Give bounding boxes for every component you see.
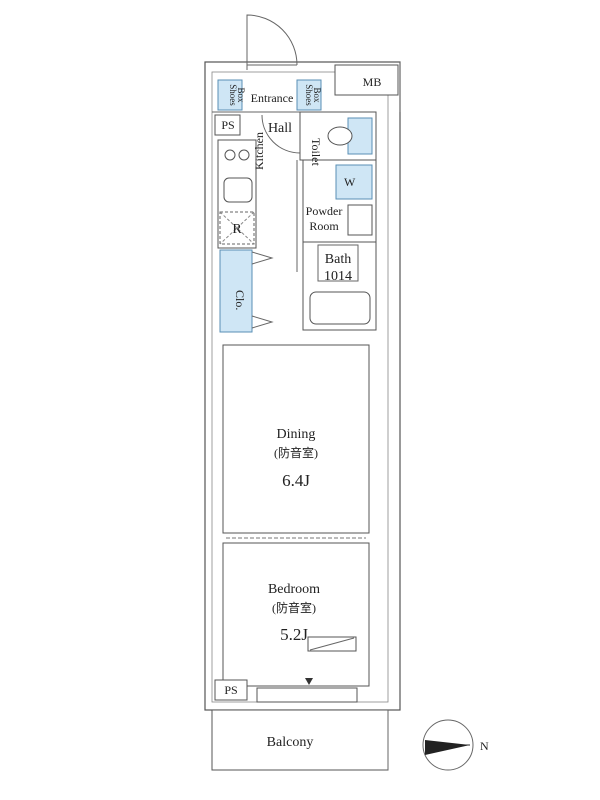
shoes-box-right-line2: Box: [312, 87, 322, 103]
bedroom: [222, 542, 370, 687]
toilet-room: [299, 111, 377, 161]
washer: [335, 164, 373, 200]
refrigerator: [219, 211, 255, 245]
shoes-box-right-line1: Shoes: [304, 84, 314, 106]
burner-icon: [238, 149, 250, 161]
ps-box-top: [214, 114, 241, 136]
compass-north-label: N: [480, 739, 489, 753]
balcony-window: [256, 687, 358, 703]
powder-room-line2: Room: [309, 219, 339, 233]
toilet-label: Toilet: [309, 138, 323, 166]
bath-size-label: 1014: [324, 269, 352, 284]
refrigerator-label: R: [232, 222, 242, 237]
bedroom-note-label: (防音室): [272, 600, 316, 615]
hall-label: Hall: [268, 121, 292, 136]
shoes-box-right: [296, 79, 322, 111]
balcony-label: Balcony: [267, 735, 314, 750]
ps-bottom-label: PS: [224, 683, 237, 697]
mb-box: [334, 64, 399, 96]
closet-label: Clo.: [233, 290, 247, 310]
shoes-box-left-line1: Shoes: [228, 84, 238, 106]
entrance-door: [246, 14, 298, 70]
compass-icon: [422, 719, 474, 771]
bedroom-label: Bedroom: [268, 582, 320, 597]
shoes-box-left-line2: Box: [236, 87, 246, 103]
mb-label: MB: [363, 75, 382, 89]
bath-label: Bath: [325, 252, 351, 267]
dining-room: [222, 344, 370, 534]
ps-box-bottom: [214, 679, 248, 701]
bedroom-size-label: 5.2J: [280, 625, 308, 644]
ps-top-label: PS: [221, 118, 234, 132]
washer-label: W: [344, 175, 356, 189]
dining-size-label: 6.4J: [282, 471, 310, 490]
kitchen-label: Kitchen: [252, 132, 266, 170]
washbasin: [347, 204, 373, 236]
dining-label: Dining: [277, 427, 316, 442]
burner-icon: [224, 149, 236, 161]
entrance-label: Entrance: [251, 91, 294, 105]
hall-door-arc: [261, 114, 301, 154]
wet-area: [302, 159, 377, 331]
shoes-box-left: [217, 79, 243, 111]
closet: [219, 249, 274, 333]
entry-arrow-icon: [305, 678, 313, 685]
bathtub: [309, 291, 371, 325]
powder-room-line1: Powder: [306, 204, 343, 218]
sink-icon: [223, 177, 253, 203]
dining-note-label: (防音室): [274, 445, 318, 460]
